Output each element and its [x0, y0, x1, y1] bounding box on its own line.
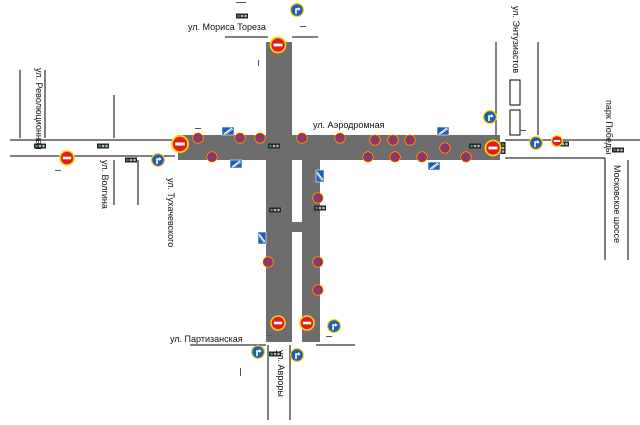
- no-entry-sign-icon: [171, 135, 189, 153]
- label-volgina: ул. Волгина: [100, 160, 110, 209]
- no-entry-sign-icon: [269, 36, 287, 54]
- direction-signs: [150, 2, 544, 363]
- label-tuhachevskogo: ул. Тухачевского: [166, 178, 176, 247]
- no-stopping-sign-icon: [361, 150, 375, 164]
- traffic-light-icon: [97, 143, 109, 149]
- traffic-lights: [34, 13, 624, 357]
- no-stopping-sign-icon: [295, 131, 309, 145]
- crosswalk-sign-icon: [315, 169, 325, 183]
- traffic-light-icon: [236, 13, 248, 19]
- lane-direction-sign-icon: [250, 344, 266, 360]
- traffic-light-icon: [34, 143, 46, 149]
- road-bands: [178, 42, 500, 342]
- sign-code-marks: [55, 2, 526, 376]
- label-partizanskaya: ул. Партизанская: [170, 334, 243, 344]
- lane-direction-sign-icon: [482, 109, 498, 125]
- building-block: [509, 109, 521, 136]
- label-entuziastov: ул. Энтузиастов: [511, 6, 521, 73]
- crosswalk-sign-icon: [229, 159, 243, 169]
- no-stopping-sign-icon: [233, 131, 247, 145]
- no-stopping-sign-icon: [388, 150, 402, 164]
- building-block: [509, 79, 521, 106]
- no-stopping-sign-icon: [386, 133, 400, 147]
- no-stopping-sign-icon: [438, 141, 452, 155]
- no-stopping-sign-icon: [311, 191, 325, 205]
- street-outlines: [10, 36, 640, 420]
- no-stopping-sign-icon: [415, 150, 429, 164]
- no-entry-sign-icon: [299, 315, 315, 331]
- lane-direction-sign-icon: [289, 2, 305, 18]
- traffic-light-icon: [314, 205, 326, 211]
- no-stopping-sign-icon: [205, 150, 219, 164]
- label-park-pobedy: парк Победы: [604, 100, 614, 154]
- lane-direction-sign-icon: [150, 152, 166, 168]
- label-revolyutsionnaya: ул. Революционная: [34, 68, 44, 150]
- no-entry-sign-icon: [270, 315, 286, 331]
- crosswalk-sign-icon: [436, 126, 450, 136]
- label-moskovskoe-shosse: Московское шоссе: [612, 165, 622, 243]
- traffic-light-icon: [269, 207, 281, 213]
- lane-direction-sign-icon: [528, 135, 544, 151]
- lane-direction-sign-icon: [326, 318, 342, 334]
- no-stopping-sign-icon: [311, 283, 325, 297]
- traffic-light-icon: [125, 157, 137, 163]
- lane-direction-sign-icon: [289, 347, 305, 363]
- no-stopping-sign-icon: [261, 255, 275, 269]
- no-stopping-sign-icon: [253, 131, 267, 145]
- traffic-light-icon: [269, 351, 281, 357]
- no-stopping-sign-icon: [311, 255, 325, 269]
- crosswalk-sign-icon: [427, 161, 441, 171]
- crosswalk-sign-icon: [257, 231, 267, 245]
- no-entry-sign-icon: [59, 150, 75, 166]
- no-stopping-sign-icon: [459, 150, 473, 164]
- label-morisa-toreza: ул. Мориса Тореза: [188, 22, 266, 32]
- no-entry-sign-icon: [551, 135, 563, 147]
- traffic-light-icon: [268, 143, 280, 149]
- no-stopping-sign-icon: [333, 131, 347, 145]
- traffic-light-icon: [612, 147, 624, 153]
- no-stopping-sign-icon: [403, 133, 417, 147]
- no-entry-sign-icon: [484, 139, 502, 157]
- traffic-light-icon: [469, 143, 481, 149]
- label-aerodromnaya: ул. Аэродромная: [313, 120, 385, 130]
- label-avrory: ул. Авроры: [276, 350, 286, 397]
- no-stopping-sign-icon: [191, 131, 205, 145]
- no-stopping-sign-icon: [368, 133, 382, 147]
- crosswalk-sign-icon: [221, 126, 235, 136]
